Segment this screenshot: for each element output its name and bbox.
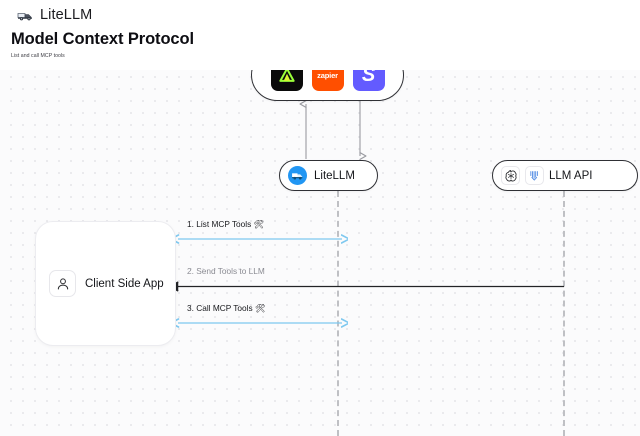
- message-arrow-2: [172, 281, 564, 292]
- vertical-arrow-tools-to-litellm: [350, 101, 370, 161]
- message-label-2: 2. Send Tools to LLM: [187, 266, 265, 276]
- litellm-node[interactable]: LiteLLM: [279, 160, 378, 191]
- page-header: LiteLLM Model Context Protocol List and …: [0, 0, 640, 70]
- litellm-truck-logo-icon: [17, 13, 32, 21]
- message-arrow-3: [172, 316, 348, 330]
- lifeline-litellm: [337, 191, 339, 436]
- lifeline-llm-api: [563, 191, 565, 436]
- llm-api-node-label: LLM API: [549, 169, 593, 182]
- stripe-icon-label: S: [361, 64, 376, 86]
- client-side-app-label: Client Side App: [85, 277, 164, 290]
- brand-name: LiteLLM: [40, 7, 93, 23]
- user-person-icon: [49, 270, 76, 297]
- page-subtitle: List and call MCP tools: [11, 53, 65, 59]
- anthropic-logo-icon: [525, 166, 544, 185]
- litellm-node-label: LiteLLM: [314, 169, 355, 182]
- message-label-3: 3. Call MCP Tools 🛠: [187, 303, 266, 313]
- page-title: Model Context Protocol: [11, 30, 194, 48]
- message-arrow-1: [172, 232, 348, 246]
- brand[interactable]: LiteLLM: [17, 7, 92, 23]
- message-label-1: 1. List MCP Tools 🛠: [187, 219, 265, 229]
- zapier-icon-label: zapier: [317, 70, 338, 80]
- openai-logo-icon: [501, 166, 520, 185]
- llm-api-node[interactable]: LLM API: [492, 160, 638, 191]
- client-side-app-node[interactable]: Client Side App: [35, 221, 176, 346]
- vertical-arrow-litellm-to-tools: [296, 99, 316, 159]
- litellm-truck-icon: [288, 166, 307, 185]
